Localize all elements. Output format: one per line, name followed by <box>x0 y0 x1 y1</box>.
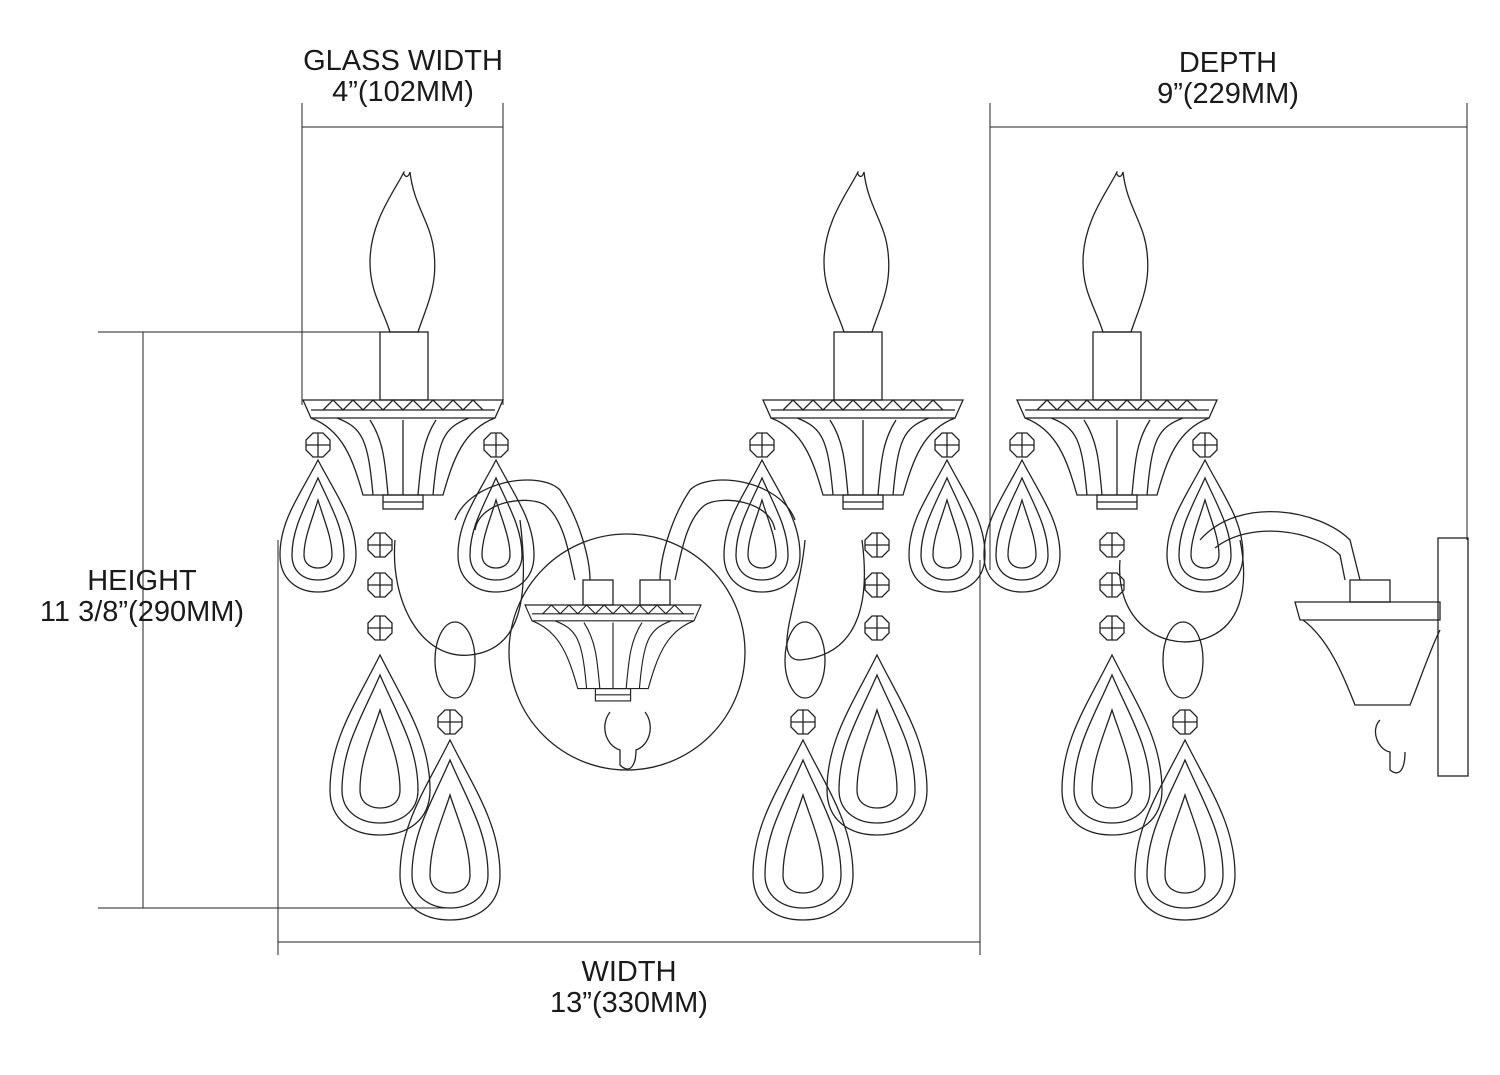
glass-width-value: 4”(102MM) <box>332 76 474 108</box>
depth-value: 9”(229MM) <box>1157 78 1299 110</box>
width-value: 13”(330MM) <box>550 987 708 1019</box>
height-value: 11 3/8”(290MM) <box>39 596 245 628</box>
glass-width-label: GLASS WIDTH 4”(102MM) <box>303 46 503 108</box>
depth-label: DEPTH 9”(229MM) <box>1157 48 1299 110</box>
side-view-sconce <box>983 171 1469 921</box>
height-label: HEIGHT 11 3/8”(290MM) <box>40 566 244 628</box>
width-label: WIDTH 13”(330MM) <box>550 957 708 1019</box>
glass-width-title: GLASS WIDTH <box>303 45 503 77</box>
depth-title: DEPTH <box>1178 47 1278 79</box>
height-title: HEIGHT <box>87 565 197 597</box>
front-view-sconce <box>279 171 986 921</box>
width-title: WIDTH <box>581 956 677 988</box>
dimension-lines <box>98 103 1468 955</box>
